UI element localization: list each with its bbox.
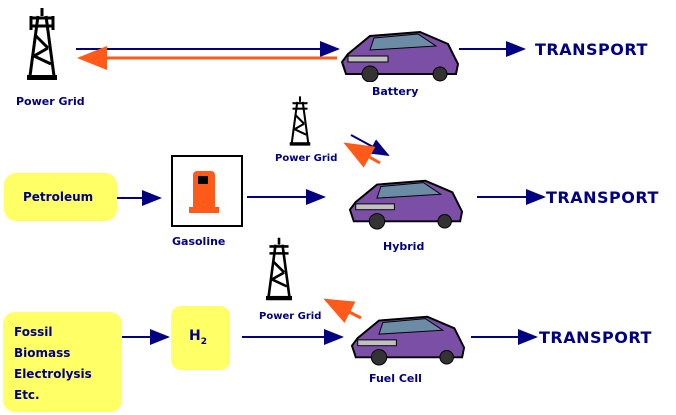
- label-power-grid-fuelcell: Power Grid: [259, 311, 322, 322]
- box-h2: H2: [171, 306, 230, 370]
- arrow-hybrid-to-grid: [343, 142, 381, 168]
- car-icon: [348, 179, 464, 230]
- label-power-grid-hybrid: Power Grid: [275, 153, 338, 164]
- label-source-electrolysis: Electrolysis: [14, 367, 92, 381]
- arrow-grid-to-hybrid: [350, 134, 390, 156]
- car-icon: [340, 30, 460, 82]
- label-gasoline: Gasoline: [172, 235, 226, 248]
- box-sources: Fossil Biomass Electrolysis Etc.: [3, 312, 122, 412]
- gas-pump-icon: [171, 155, 243, 227]
- label-battery: Battery: [372, 85, 419, 98]
- label-fuel-cell: Fuel Cell: [369, 372, 422, 385]
- power-tower-icon: [289, 96, 311, 146]
- power-tower-icon: [27, 8, 57, 80]
- box-petroleum: Petroleum: [4, 173, 117, 221]
- label-transport-battery: TRANSPORT: [535, 40, 648, 59]
- label-transport-hybrid: TRANSPORT: [546, 188, 659, 207]
- label-source-biomass: Biomass: [14, 346, 71, 360]
- arrow-fuelcell-to-grid: [323, 298, 362, 324]
- label-h: H: [189, 328, 201, 344]
- car-icon: [350, 315, 466, 366]
- power-tower-icon: [265, 237, 293, 301]
- label-subscript: 2: [200, 336, 207, 347]
- label-petroleum: Petroleum: [23, 190, 94, 204]
- label-h2: H2: [189, 326, 207, 353]
- label-hybrid: Hybrid: [383, 240, 425, 253]
- label-transport-fuelcell: TRANSPORT: [539, 328, 652, 347]
- label-source-etc: Etc.: [14, 388, 40, 402]
- label-source-fossil: Fossil: [14, 325, 53, 339]
- label-power-grid-battery: Power Grid: [16, 95, 85, 108]
